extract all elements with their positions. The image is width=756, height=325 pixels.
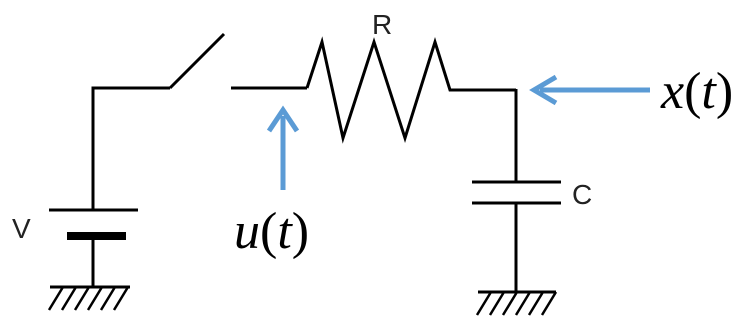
switch-blade [168, 32, 226, 90]
resistor-label: R [372, 9, 392, 40]
voltage-source-label: V [12, 213, 31, 244]
ground-symbol-left [47, 285, 130, 311]
output-signal-close-paren: ) [716, 63, 733, 120]
input-signal-label: u(t) [234, 203, 309, 260]
input-signal-var: u [234, 203, 260, 260]
output-signal-open-paren: ( [684, 63, 701, 120]
output-signal-var: x [660, 63, 684, 120]
ground-symbol-right [475, 290, 558, 316]
output-signal-label: x(t) [660, 63, 733, 120]
input-signal-close-paren: ) [292, 203, 309, 260]
input-signal-arrow [266, 105, 300, 190]
input-signal-arg: t [277, 203, 293, 260]
source-wire [91, 86, 170, 210]
input-signal-open-paren: ( [260, 203, 277, 260]
output-signal-arrow [529, 74, 650, 106]
output-signal-arg: t [701, 63, 717, 120]
capacitor-label: C [572, 179, 592, 210]
resistor [305, 36, 516, 144]
